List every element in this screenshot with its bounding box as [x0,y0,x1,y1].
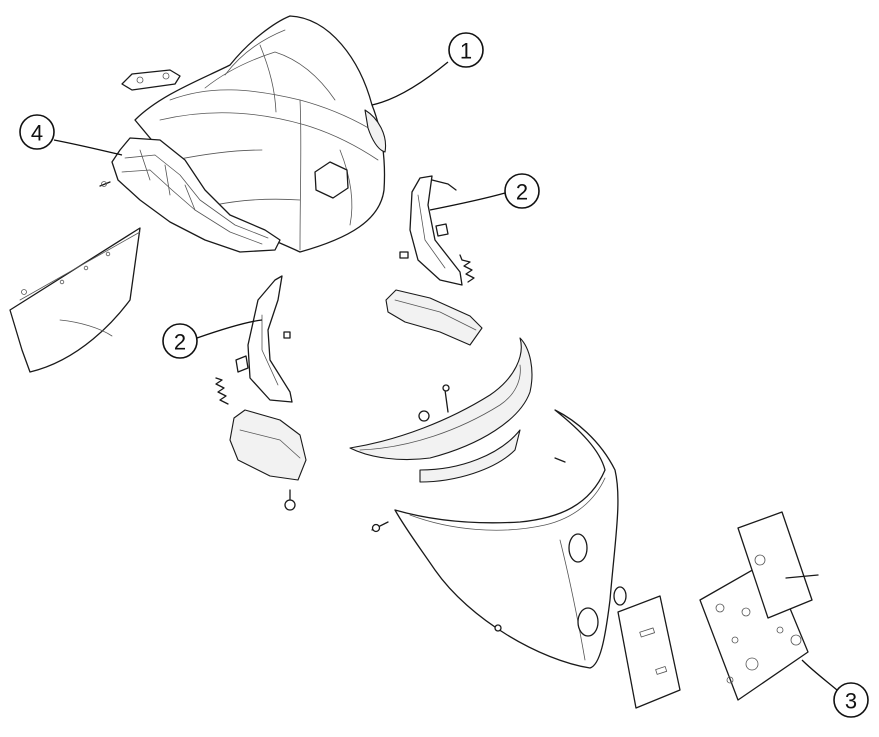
callout-2-right: 2 [429,173,540,211]
part-1-cowl [121,15,387,253]
part-3-plate-bracket [617,511,819,709]
callout-3: 3 [801,659,869,718]
part-4-inner-tray [99,137,281,253]
callout-2-left: 2 [162,319,263,359]
callout-1: 1 [371,32,484,106]
part-2-right-hinge-assembly [385,175,483,346]
left-side-panel [9,227,141,373]
callout-4: 4 [19,114,123,156]
callout-4-label: 4 [31,121,43,146]
callout-2-left-label: 2 [174,330,186,355]
rear-light-assembly [349,337,533,483]
callout-1-label: 1 [460,39,472,64]
part-2-left-hinge-assembly [215,275,307,511]
callout-2-right-label: 2 [516,180,528,205]
rear-fender [371,409,627,669]
callout-3-label: 3 [845,689,857,714]
